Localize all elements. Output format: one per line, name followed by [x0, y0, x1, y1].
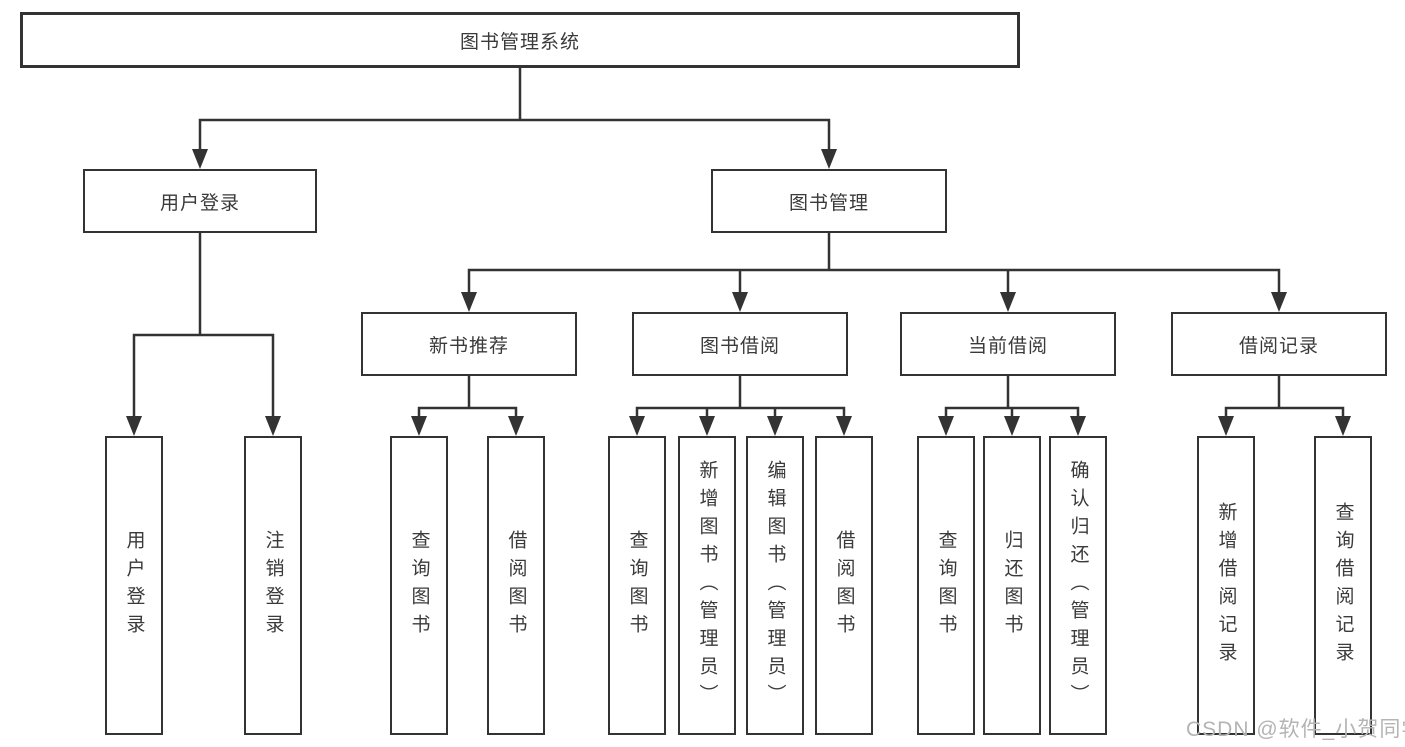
connector-records-fork: [1224, 376, 1345, 418]
arrowhead-icon: [1335, 416, 1351, 436]
arrowhead-icon: [1271, 292, 1287, 312]
node-new-book-recommendation: 新书推荐: [361, 312, 577, 376]
leaf-borrowing-borrow-books: 借阅图书: [815, 436, 873, 735]
leaf-label: 用户登录: [123, 529, 145, 642]
node-library-management-system: 图书管理系统: [20, 12, 1020, 68]
leaf-user-login: 用户登录: [105, 436, 163, 735]
arrowhead-icon: [411, 416, 427, 436]
arrowhead-icon: [1000, 292, 1016, 312]
leaf-current-return-books: 归还图书: [983, 436, 1041, 735]
leaf-borrowing-query-books: 查询图书: [608, 436, 666, 735]
arrowheads: [126, 149, 1351, 436]
arrowhead-icon: [699, 416, 715, 436]
arrowhead-icon: [1070, 416, 1086, 436]
leaf-label: 归还图书: [1001, 529, 1023, 642]
node-current-borrowing: 当前借阅: [900, 312, 1116, 376]
arrowhead-icon: [938, 416, 954, 436]
node-book-borrowing: 图书借阅: [632, 312, 848, 376]
leaf-label: 编辑图书（管理员）: [764, 459, 786, 712]
arrowhead-icon: [126, 416, 142, 436]
leaf-label: 新增图书（管理员）: [696, 459, 718, 712]
leaf-label: 查询借阅记录: [1332, 501, 1354, 670]
csdn-watermark: CSDN @软件_小贺同学: [1186, 718, 1405, 741]
leaf-label: 查询图书: [626, 529, 648, 642]
leaf-newbooks-borrow-books: 借阅图书: [487, 436, 545, 735]
leaf-label: 查询图书: [408, 529, 430, 642]
leaf-label: 借阅图书: [505, 529, 527, 642]
arrowhead-icon: [821, 149, 837, 169]
arrowhead-icon: [732, 292, 748, 312]
connector-login-fork: [132, 233, 275, 418]
leaf-label: 借阅图书: [833, 529, 855, 642]
connector-root-fork: [198, 68, 831, 152]
leaf-borrowing-add-books-admin: 新增图书（管理员）: [678, 436, 736, 735]
node-borrowing-records: 借阅记录: [1171, 312, 1387, 376]
leaf-borrowing-edit-books-admin: 编辑图书（管理员）: [746, 436, 804, 735]
leaf-logout: 注销登录: [244, 436, 302, 735]
arrowhead-icon: [767, 416, 783, 436]
node-book-management: 图书管理: [711, 169, 947, 233]
leaf-label: 注销登录: [262, 529, 284, 642]
arrowhead-icon: [1004, 416, 1020, 436]
arrowhead-icon: [265, 416, 281, 436]
leaf-label: 查询图书: [935, 529, 957, 642]
arrowhead-icon: [836, 416, 852, 436]
connector-management-fork: [467, 233, 1281, 294]
connector-current-fork: [944, 376, 1080, 418]
leaf-records-add-record: 新增借阅记录: [1197, 436, 1255, 735]
connector-newbooks-fork: [417, 376, 518, 418]
connector-borrowing-fork: [635, 376, 846, 418]
leaf-records-query-record: 查询借阅记录: [1314, 436, 1372, 735]
arrowhead-icon: [508, 416, 524, 436]
arrowhead-icon: [1218, 416, 1234, 436]
node-user-login: 用户登录: [83, 169, 317, 233]
arrowhead-icon: [192, 149, 208, 169]
leaf-current-confirm-return-admin: 确认归还（管理员）: [1049, 436, 1107, 735]
leaf-newbooks-query-books: 查询图书: [390, 436, 448, 735]
arrowhead-icon: [629, 416, 645, 436]
leaf-label: 新增借阅记录: [1215, 501, 1237, 670]
arrowhead-icon: [461, 292, 477, 312]
leaf-current-query-books: 查询图书: [917, 436, 975, 735]
leaf-label: 确认归还（管理员）: [1067, 459, 1089, 712]
